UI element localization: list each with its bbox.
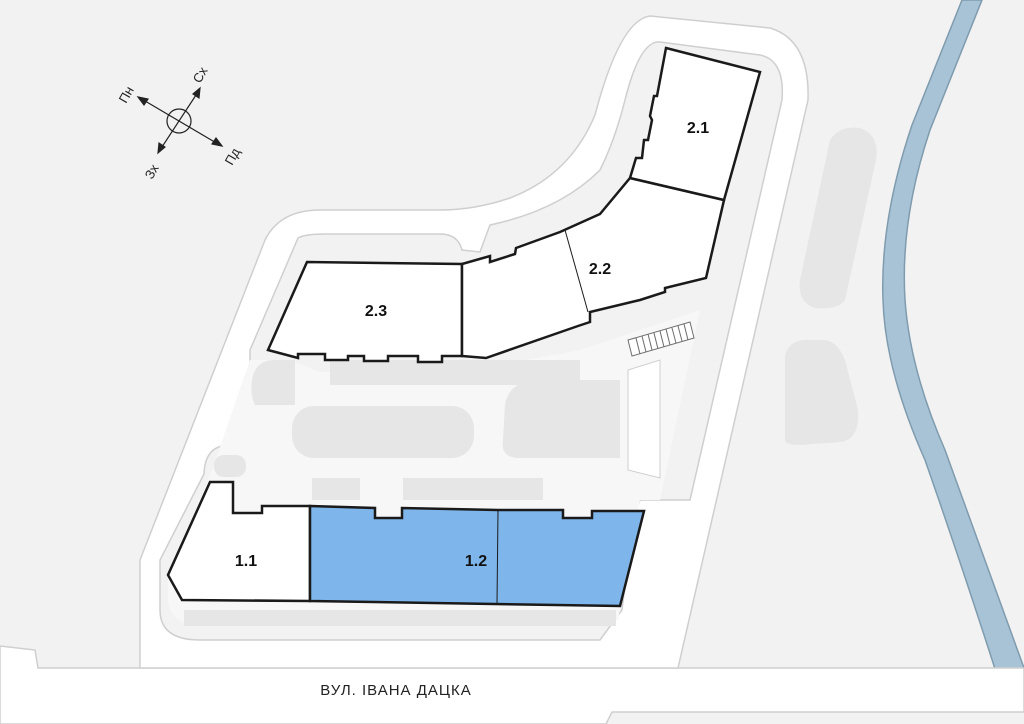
parking-lot: [184, 610, 616, 626]
parking-lot: [785, 340, 859, 445]
access-strip: [627, 359, 661, 479]
building-2-2-divider: [564, 229, 589, 313]
stairs: [627, 321, 695, 357]
building-2-1[interactable]: [628, 46, 762, 202]
parking-lot: [799, 127, 877, 309]
building-2-3[interactable]: [266, 260, 464, 364]
compass-east-label: Сх: [190, 64, 211, 86]
street-name: ВУЛ. ІВАНА ДАЦКА: [320, 682, 471, 699]
river: [882, 0, 1024, 673]
building-label-2-2: 2.2: [589, 261, 611, 278]
compass-north-label: Пн: [116, 84, 137, 106]
street-road: [0, 645, 1024, 724]
parking-lot: [251, 360, 295, 405]
parking-lot: [403, 478, 543, 500]
building-1-2[interactable]: [308, 504, 646, 608]
building-label-2-1: 2.1: [687, 120, 709, 137]
building-label-2-3: 2.3: [365, 303, 387, 320]
building-label-1-2: 1.2: [465, 553, 487, 570]
parking-lot: [330, 360, 580, 385]
building-1-1[interactable]: [166, 480, 312, 603]
compass-icon: [136, 86, 224, 155]
building-2-2[interactable]: [460, 176, 726, 360]
building-label-1-1: 1.1: [235, 553, 257, 570]
parking-lot: [502, 380, 620, 458]
parking-lot: [292, 406, 474, 458]
parking-lot: [214, 455, 246, 477]
parking-lot: [312, 478, 360, 500]
building-1-2-divider: [496, 509, 499, 605]
